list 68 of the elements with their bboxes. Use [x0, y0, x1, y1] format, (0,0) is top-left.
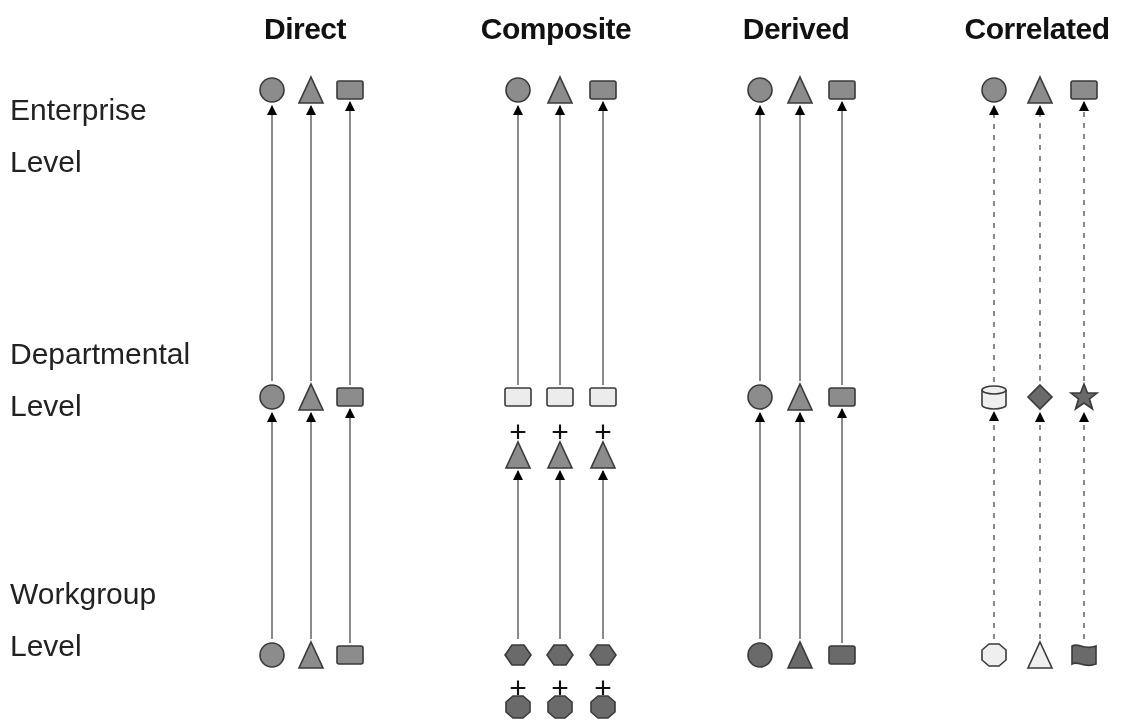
arrow — [598, 470, 608, 640]
hexagon — [504, 641, 532, 669]
circle — [746, 641, 774, 669]
circle — [258, 641, 286, 669]
triangle — [297, 76, 325, 104]
octagon — [980, 641, 1008, 669]
arrow — [755, 105, 765, 382]
arrow — [837, 101, 847, 386]
plus-sign: + — [594, 420, 612, 444]
circle — [504, 76, 532, 104]
arrow — [755, 412, 765, 640]
plus-sign: + — [509, 676, 527, 700]
triangle — [589, 441, 617, 469]
column-heading: Direct — [264, 12, 346, 46]
octagon — [589, 693, 617, 721]
circle — [746, 383, 774, 411]
arrow — [267, 412, 277, 640]
arrow — [555, 470, 565, 640]
triangle — [1026, 641, 1054, 669]
arrow — [345, 408, 355, 644]
arrow — [1035, 105, 1045, 382]
arrow — [795, 105, 805, 382]
arrow — [598, 101, 608, 386]
triangle — [786, 641, 814, 669]
triangle — [546, 76, 574, 104]
triangle — [786, 76, 814, 104]
arrow — [267, 105, 277, 382]
triangle — [297, 383, 325, 411]
level-label: Workgroup Level — [10, 576, 158, 664]
triangle — [546, 441, 574, 469]
diamond — [1026, 383, 1054, 411]
arrow — [1035, 412, 1045, 640]
triangle — [504, 441, 532, 469]
hexagon — [546, 641, 574, 669]
triangle — [1026, 76, 1054, 104]
star — [1070, 383, 1098, 411]
arrow — [1079, 412, 1089, 640]
circle — [258, 76, 286, 104]
plus-sign: + — [594, 676, 612, 700]
flag — [1070, 641, 1098, 669]
plus-sign: + — [551, 420, 569, 444]
cylinder — [980, 383, 1008, 411]
arrow — [837, 408, 847, 644]
circle — [980, 76, 1008, 104]
arrow — [989, 105, 999, 383]
octagon — [504, 693, 532, 721]
hexagon — [589, 641, 617, 669]
level-label: Departmental Level — [10, 336, 192, 424]
arrow — [513, 470, 523, 640]
circle — [258, 383, 286, 411]
column-heading: Composite — [480, 12, 632, 46]
arrow — [795, 412, 805, 640]
triangle — [786, 383, 814, 411]
arrow — [306, 105, 316, 382]
arrow — [989, 411, 999, 640]
arrow — [555, 105, 565, 386]
octagon — [546, 693, 574, 721]
arrow — [345, 101, 355, 386]
triangle — [297, 641, 325, 669]
plus-sign: + — [509, 420, 527, 444]
circle — [746, 76, 774, 104]
arrow — [513, 105, 523, 386]
arrow — [306, 412, 316, 640]
plus-sign: + — [551, 676, 569, 700]
level-label: Enterprise Level — [10, 92, 148, 180]
column-heading: Derived — [742, 12, 850, 46]
arrow — [1079, 101, 1089, 382]
column-heading: Correlated — [964, 12, 1110, 46]
